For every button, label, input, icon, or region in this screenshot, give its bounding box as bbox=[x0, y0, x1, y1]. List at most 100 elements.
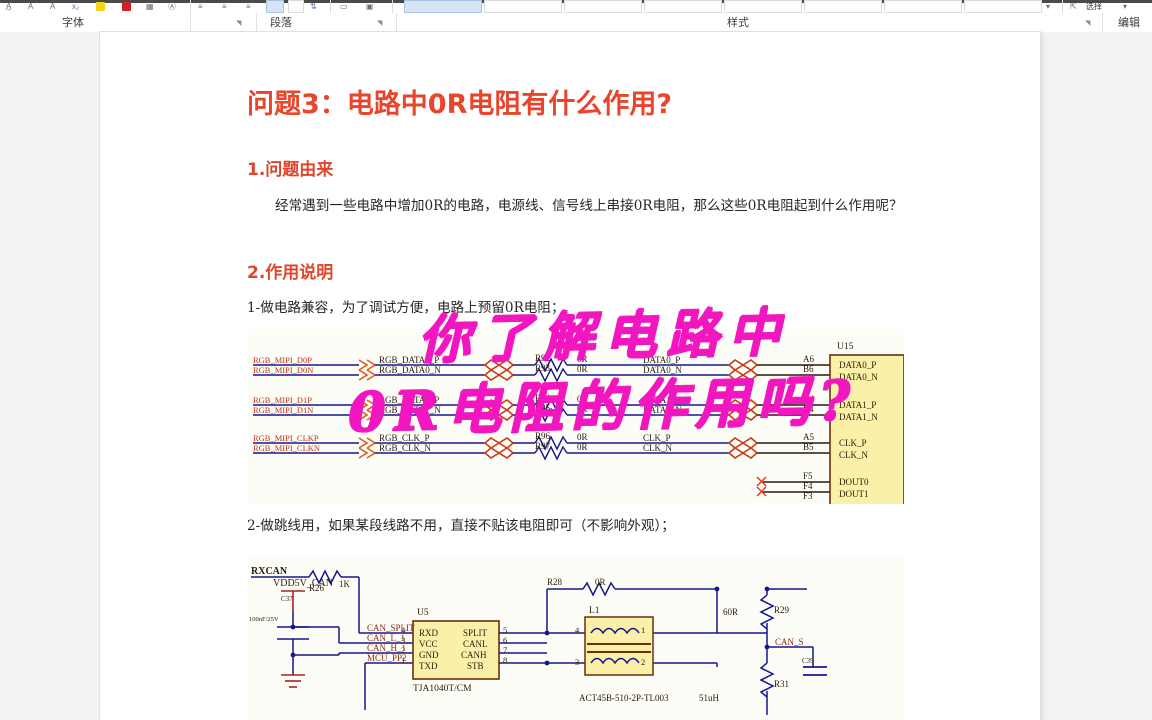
svg-text:R92: R92 bbox=[535, 353, 550, 363]
style-gallery-item-2[interactable] bbox=[484, 0, 562, 13]
line-spacing-icon[interactable]: ⇅ bbox=[310, 2, 317, 11]
svg-text:U15: U15 bbox=[837, 342, 854, 352]
style-gallery-more-icon[interactable]: ▾ bbox=[1046, 2, 1051, 11]
style-gallery-item-6[interactable] bbox=[804, 0, 882, 13]
svg-text:R94: R94 bbox=[535, 393, 551, 403]
svg-text:DOUT0: DOUT0 bbox=[839, 477, 869, 487]
svg-text:MCU_PP2: MCU_PP2 bbox=[367, 653, 407, 663]
svg-text:RGB_MIPI_D1N: RGB_MIPI_D1N bbox=[253, 405, 313, 415]
align-right-icon[interactable]: ≡ bbox=[246, 2, 251, 11]
style-gallery-item-5[interactable] bbox=[724, 0, 802, 13]
align-center-icon[interactable]: ≡ bbox=[222, 2, 227, 11]
document-canvas[interactable]: 问题3：电路中0R电阻有什么作用? 1.问题由来 经常遇到一些电路中增加0R的电… bbox=[0, 32, 1152, 720]
style-gallery-item-4[interactable] bbox=[644, 0, 722, 13]
style-gallery-item-selected[interactable] bbox=[404, 0, 482, 13]
enclose-character-icon[interactable]: Ⓐ bbox=[168, 2, 176, 11]
section-heading-2: 2.作用说明 bbox=[247, 263, 334, 283]
svg-text:F3: F3 bbox=[803, 491, 813, 501]
svg-text:CANH: CANH bbox=[461, 650, 487, 660]
svg-text:R29: R29 bbox=[774, 605, 790, 615]
svg-text:R26: R26 bbox=[309, 583, 325, 593]
svg-text:VCC: VCC bbox=[419, 639, 438, 649]
paragraph-2: 1-做电路兼容，为了调试方便，电路上预留0R电阻； bbox=[247, 300, 565, 316]
svg-text:CAN_L_1: CAN_L_1 bbox=[367, 633, 405, 643]
char-shading-icon[interactable]: ▦ bbox=[146, 2, 154, 11]
svg-text:R28: R28 bbox=[547, 577, 563, 587]
svg-text:CLK_N: CLK_N bbox=[643, 443, 673, 453]
svg-text:A6: A6 bbox=[803, 354, 814, 364]
text-effects-icon[interactable]: A bbox=[28, 2, 34, 11]
svg-text:DATA1_N: DATA1_N bbox=[643, 405, 682, 415]
ribbon-icon-row: A̲ A A x₂ ▦ Ⓐ ≡ ≡ ≡ ⇅ ▭ ▣ bbox=[0, 0, 1152, 13]
distributed-align-button[interactable] bbox=[288, 0, 304, 13]
select-objects-icon[interactable]: ⇱ bbox=[1070, 2, 1077, 11]
svg-text:8: 8 bbox=[503, 655, 507, 665]
svg-text:DATA0_N: DATA0_N bbox=[643, 365, 682, 375]
svg-text:TJA1040T/CM: TJA1040T/CM bbox=[413, 684, 472, 694]
svg-text:3: 3 bbox=[401, 635, 405, 645]
shading-icon[interactable]: ▭ bbox=[340, 2, 348, 11]
group-label-paragraph: 段落 bbox=[270, 16, 292, 29]
svg-text:DATA1_P: DATA1_P bbox=[643, 395, 680, 405]
svg-text:5: 5 bbox=[503, 625, 507, 635]
borders-icon[interactable]: ▣ bbox=[366, 2, 374, 11]
select-menu-label[interactable]: 选择 bbox=[1086, 2, 1102, 11]
align-left-icon[interactable]: ≡ bbox=[198, 2, 203, 11]
svg-text:R95: R95 bbox=[535, 403, 551, 413]
svg-text:RGB_DATA0_P: RGB_DATA0_P bbox=[379, 355, 439, 365]
justify-button[interactable] bbox=[266, 0, 284, 13]
page-title: 问题3：电路中0R电阻有什么作用? bbox=[247, 89, 673, 120]
svg-text:3: 3 bbox=[575, 657, 579, 667]
svg-text:4: 4 bbox=[401, 625, 406, 635]
paragraph-1: 经常遇到一些电路中增加0R的电路，电源线、信号线上串接0R电阻，那么这些0R电阻… bbox=[275, 198, 903, 214]
font-dialog-launcher-icon[interactable]: ◥ bbox=[236, 20, 242, 27]
group-label-editing: 编辑 bbox=[1118, 16, 1140, 29]
svg-text:60R: 60R bbox=[723, 607, 738, 617]
ribbon-divider-3 bbox=[392, 0, 393, 13]
style-gallery-item-7[interactable] bbox=[884, 0, 962, 13]
subscript-icon[interactable]: x₂ bbox=[72, 2, 80, 11]
svg-text:RGB_DATA1_N: RGB_DATA1_N bbox=[379, 405, 441, 415]
svg-text:100nF/25V: 100nF/25V bbox=[249, 616, 279, 623]
svg-text:DATA0_P: DATA0_P bbox=[643, 355, 680, 365]
svg-text:RXD: RXD bbox=[419, 628, 439, 638]
svg-text:1: 1 bbox=[401, 655, 405, 665]
svg-text:R96: R96 bbox=[535, 431, 551, 441]
svg-text:RGB_CLK_N: RGB_CLK_N bbox=[379, 443, 432, 453]
svg-text:R97: R97 bbox=[535, 441, 551, 451]
group-divider-font bbox=[190, 13, 191, 32]
document-page[interactable]: 问题3：电路中0R电阻有什么作用? 1.问题由来 经常遇到一些电路中增加0R的电… bbox=[100, 32, 1040, 720]
svg-text:C37: C37 bbox=[281, 595, 293, 603]
svg-text:2: 2 bbox=[401, 645, 405, 655]
svg-text:U5: U5 bbox=[417, 608, 429, 618]
svg-text:TXD: TXD bbox=[419, 661, 438, 671]
svg-text:CANL: CANL bbox=[463, 639, 488, 649]
style-gallery-item-8[interactable] bbox=[964, 0, 1042, 13]
svg-text:1K: 1K bbox=[339, 579, 351, 589]
styles-dialog-launcher-icon[interactable]: ◥ bbox=[1085, 20, 1091, 27]
style-gallery-item-3[interactable] bbox=[564, 0, 642, 13]
svg-text:RGB_MIPI_CLKN: RGB_MIPI_CLKN bbox=[253, 443, 320, 453]
svg-text:A4: A4 bbox=[803, 394, 814, 404]
svg-text:A5: A5 bbox=[803, 432, 814, 442]
ribbon-divider bbox=[190, 0, 191, 13]
paragraph-dialog-launcher-icon[interactable]: ◥ bbox=[377, 20, 383, 27]
svg-text:R93: R93 bbox=[535, 363, 551, 373]
ribbon: A̲ A A x₂ ▦ Ⓐ ≡ ≡ ≡ ⇅ ▭ ▣ bbox=[0, 0, 1152, 33]
select-menu-caret-icon[interactable]: ▾ bbox=[1123, 2, 1128, 11]
font-color-red-icon[interactable] bbox=[122, 2, 131, 11]
svg-text:RXCAN: RXCAN bbox=[251, 566, 288, 577]
group-label-font: 字体 bbox=[62, 16, 84, 29]
highlight-color-icon[interactable] bbox=[96, 2, 105, 11]
clear-format-icon[interactable]: A bbox=[50, 2, 56, 11]
group-label-styles: 样式 bbox=[727, 16, 749, 29]
svg-text:0R: 0R bbox=[577, 432, 588, 442]
svg-text:DATA0_N: DATA0_N bbox=[839, 372, 878, 382]
svg-text:0R: 0R bbox=[577, 442, 588, 452]
svg-text:2: 2 bbox=[641, 657, 645, 667]
svg-text:0R: 0R bbox=[577, 394, 588, 404]
svg-text:RGB_CLK_P: RGB_CLK_P bbox=[379, 433, 430, 443]
svg-text:0R: 0R bbox=[577, 364, 588, 374]
font-color-icon[interactable]: A̲ bbox=[6, 2, 12, 11]
svg-text:VDD5V_CAN: VDD5V_CAN bbox=[273, 578, 333, 589]
